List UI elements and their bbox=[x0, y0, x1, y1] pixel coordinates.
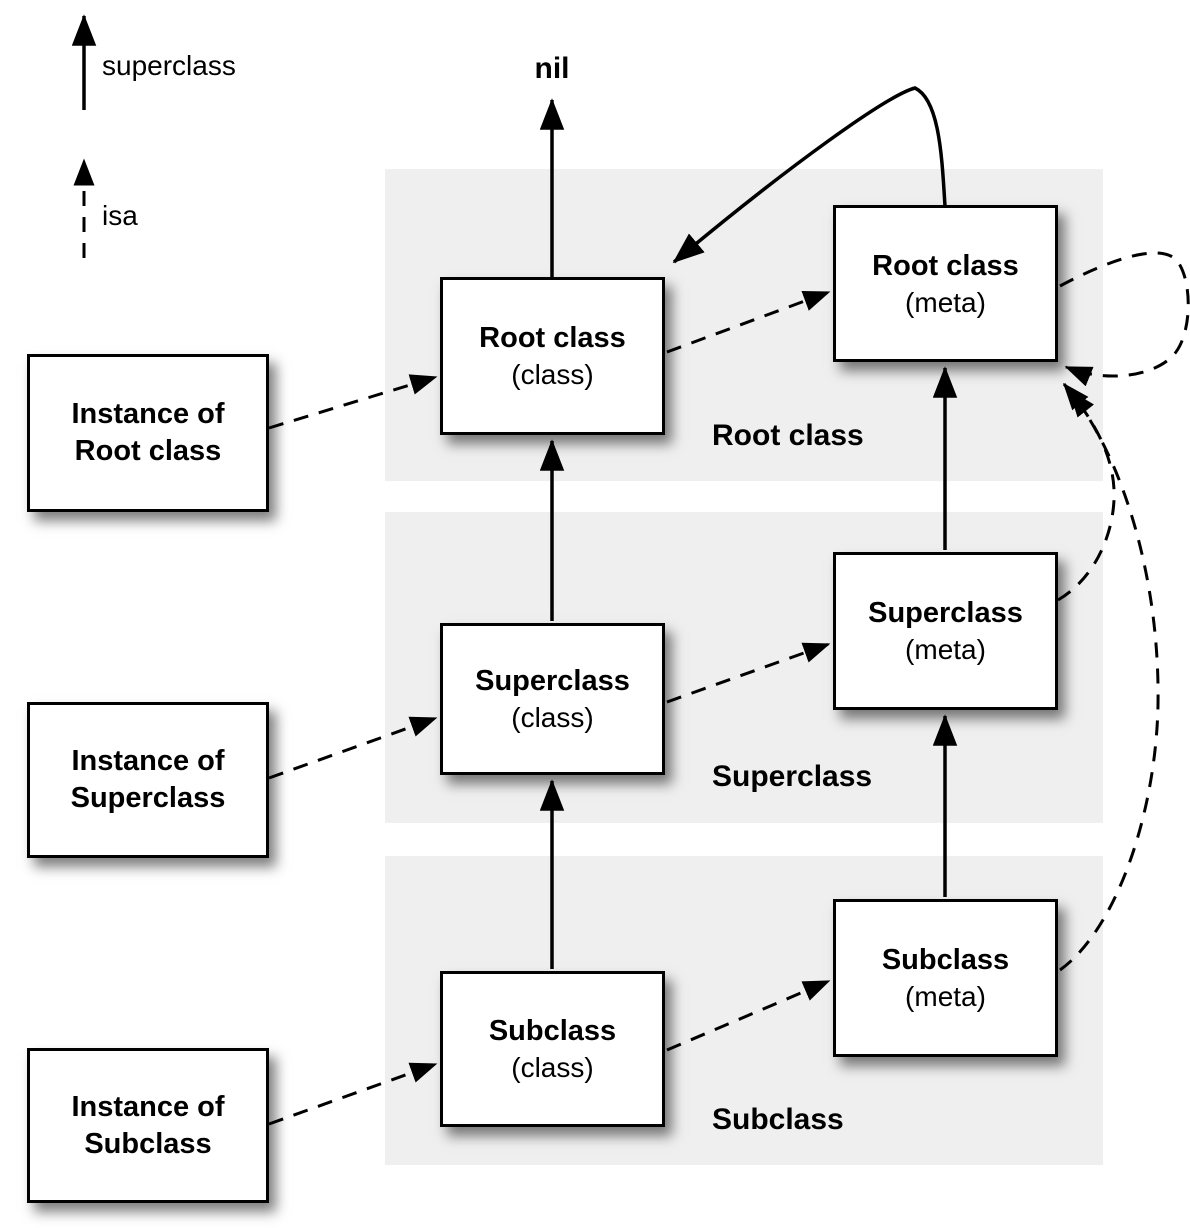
node-root-class-title: Root class bbox=[479, 322, 626, 354]
node-instance-root-class: Instance of Root class bbox=[27, 354, 269, 512]
nil-label: nil bbox=[534, 52, 570, 85]
node-instance-sub-line2: Subclass bbox=[84, 1127, 212, 1160]
node-superclass-class-subtitle: (class) bbox=[511, 702, 594, 733]
node-instance-super-line1: Instance of bbox=[71, 745, 225, 777]
node-subclass-class: Subclass (class) bbox=[440, 971, 665, 1127]
node-subclass-meta-title: Subclass bbox=[881, 944, 1010, 976]
node-superclass-meta-subtitle: (meta) bbox=[905, 634, 986, 665]
node-instance-subclass: Instance of Subclass bbox=[27, 1048, 269, 1203]
band-label-root-class: Root class bbox=[712, 419, 864, 452]
node-root-meta-title: Root class bbox=[872, 249, 1019, 282]
band-label-subclass: Subclass bbox=[712, 1103, 844, 1136]
node-instance-sub-line1: Instance of bbox=[71, 1090, 225, 1123]
node-subclass-class-subtitle: (class) bbox=[511, 1052, 594, 1083]
node-superclass-meta: Superclass (meta) bbox=[833, 552, 1058, 710]
legend-isa-label: isa bbox=[102, 200, 138, 231]
node-superclass-meta-title: Superclass bbox=[868, 597, 1023, 629]
node-subclass-meta-subtitle: (meta) bbox=[905, 981, 986, 1012]
node-subclass-class-title: Subclass bbox=[488, 1015, 617, 1047]
node-root-class-subtitle: (class) bbox=[511, 359, 594, 390]
node-instance-super-line2: Superclass bbox=[70, 782, 226, 814]
node-root-class: Root class (class) bbox=[440, 277, 665, 435]
node-superclass-class: Superclass (class) bbox=[440, 623, 665, 775]
node-instance-superclass: Instance of Superclass bbox=[27, 702, 269, 858]
node-subclass-meta: Subclass (meta) bbox=[833, 899, 1058, 1057]
node-root-meta-subtitle: (meta) bbox=[905, 286, 986, 318]
node-root-meta: Root class (meta) bbox=[833, 205, 1058, 362]
band-label-superclass: Superclass bbox=[712, 760, 873, 793]
node-superclass-class-title: Superclass bbox=[475, 665, 630, 697]
legend-superclass-label: superclass bbox=[102, 50, 236, 81]
node-instance-root-line1: Instance of bbox=[71, 398, 225, 430]
node-instance-root-line2: Root class bbox=[74, 435, 222, 467]
